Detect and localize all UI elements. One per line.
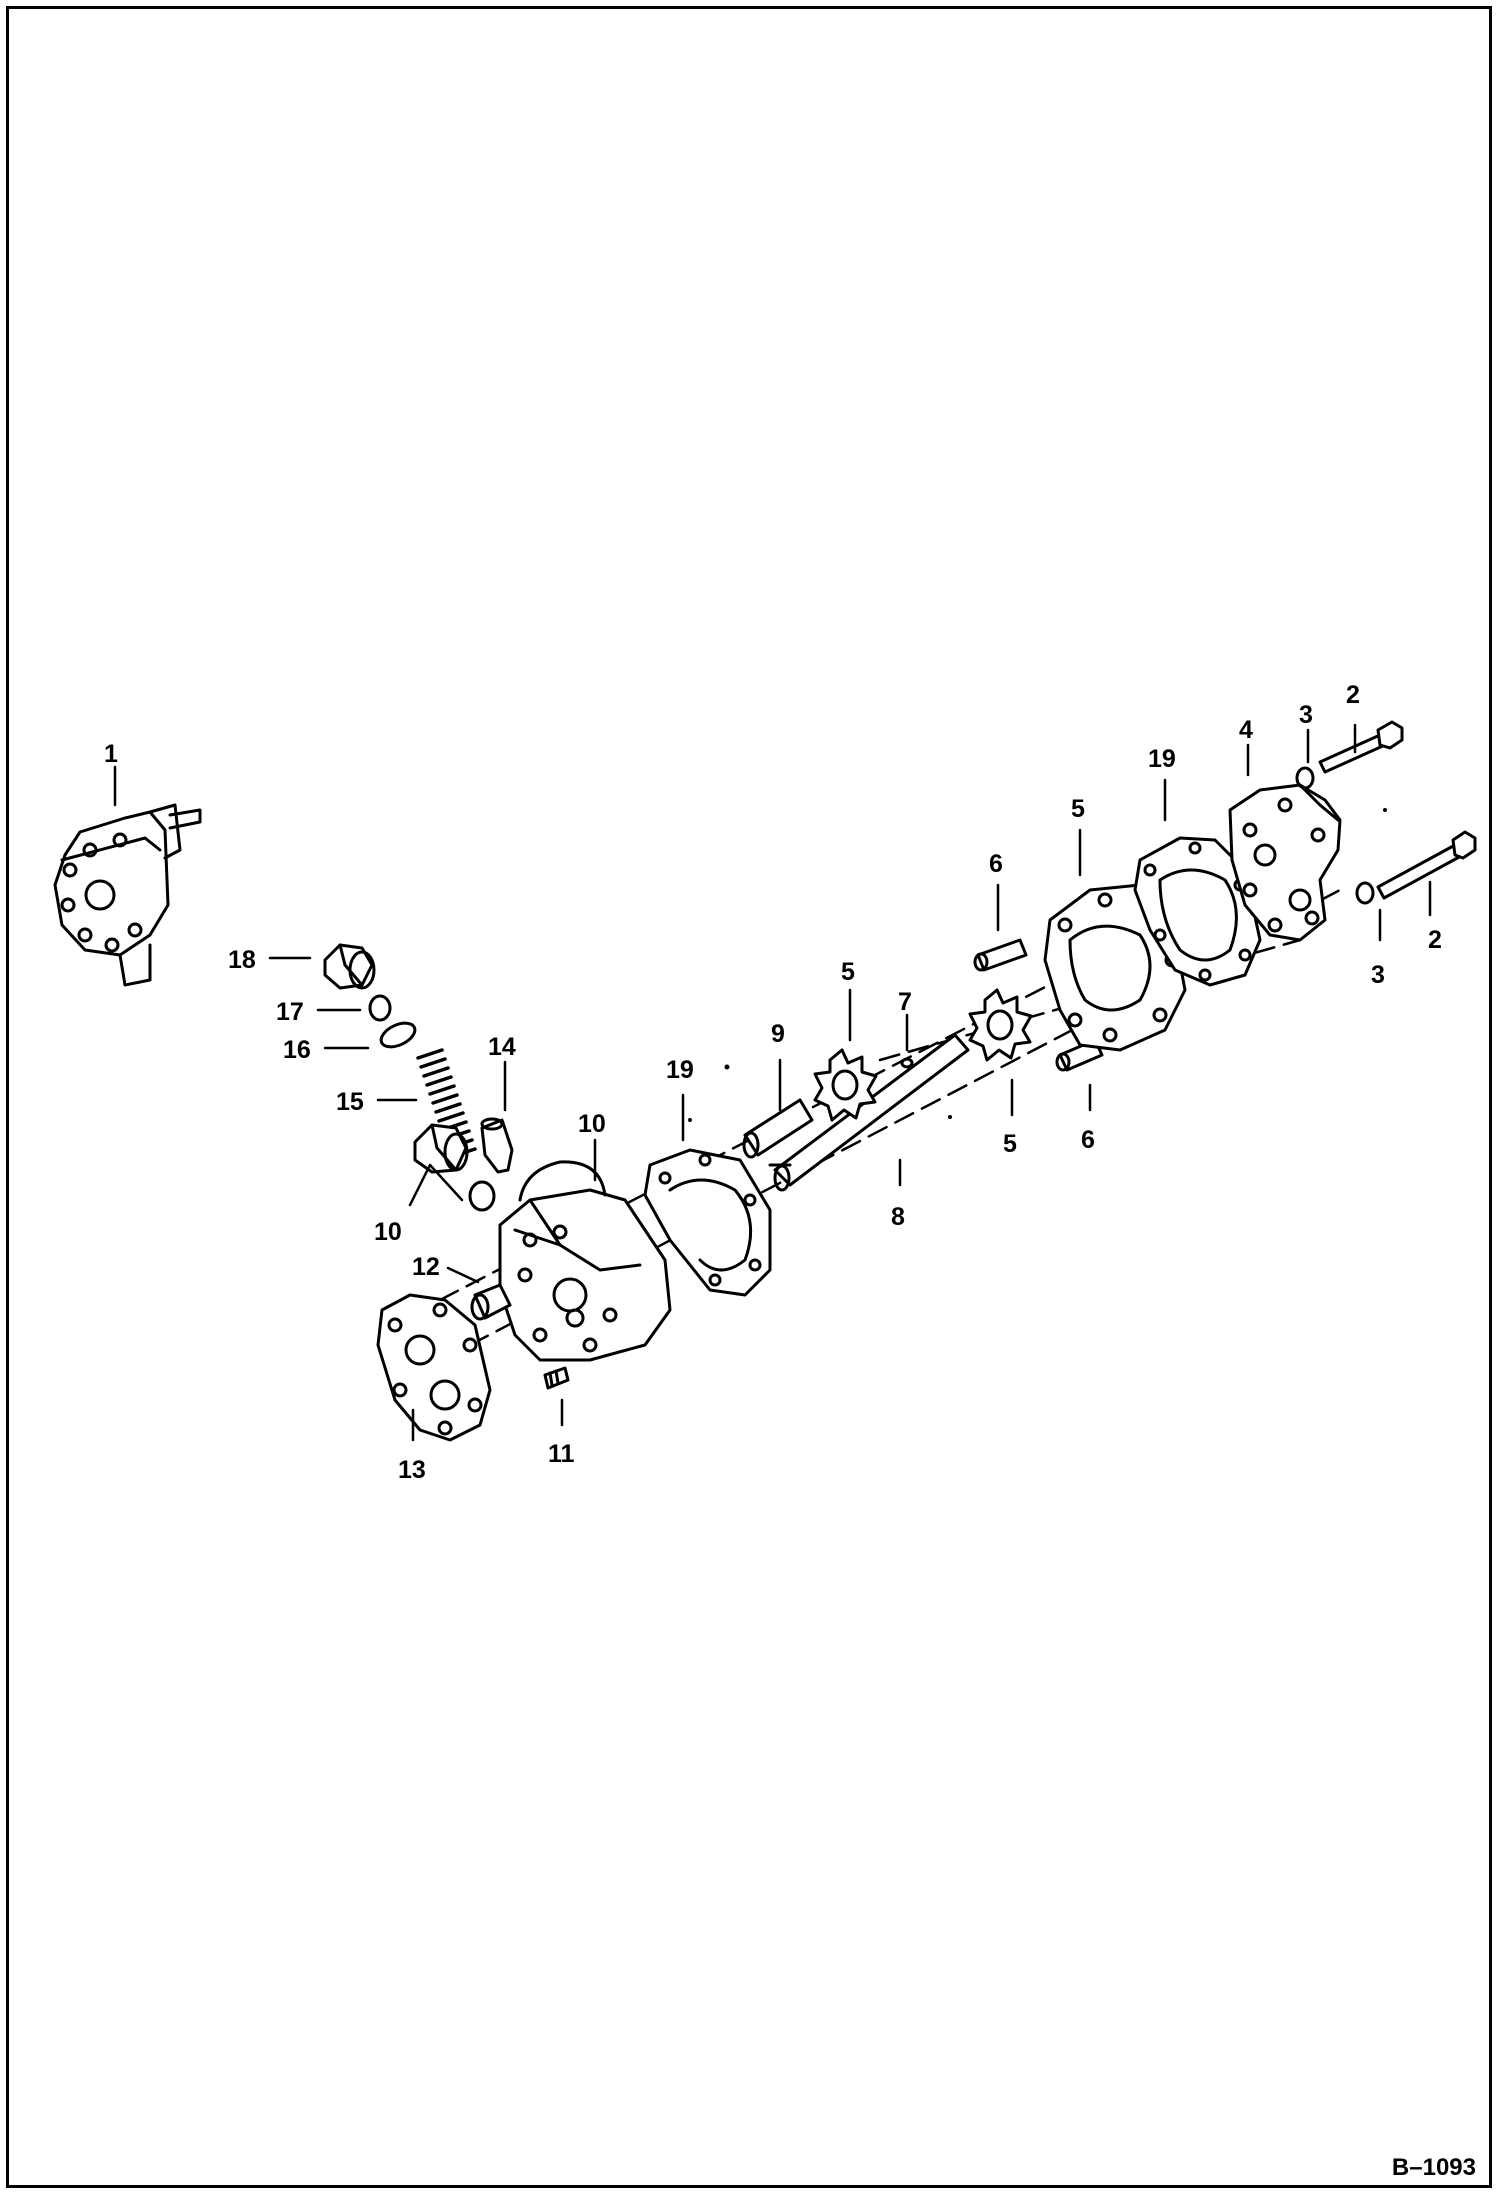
gear-5-left <box>813 1048 878 1122</box>
pump-assembly <box>53 803 202 987</box>
end-cover-4 <box>1228 783 1342 942</box>
dowel-12 <box>470 1283 512 1321</box>
callout-4: 4 <box>1239 716 1253 744</box>
cover-plate-13 <box>376 1293 492 1442</box>
callout-14: 14 <box>488 1033 516 1061</box>
callout-15: 15 <box>336 1088 364 1116</box>
pin-9 <box>742 1098 814 1159</box>
callout-3-lower: 3 <box>1371 961 1385 989</box>
callout-2-lower: 2 <box>1428 926 1442 954</box>
callout-12: 12 <box>412 1253 440 1281</box>
dowel-pin-6-upper <box>973 938 1028 972</box>
gasket-19-right <box>1133 836 1262 987</box>
callout-11: 11 <box>548 1440 575 1468</box>
drive-shaft-8 <box>768 1033 970 1192</box>
o-ring-16 <box>379 1021 417 1049</box>
callout-5-housing: 5 <box>1071 795 1085 823</box>
specks <box>688 808 1387 1122</box>
callout-19-left: 19 <box>666 1056 694 1084</box>
callout-5-left: 5 <box>841 958 855 986</box>
callout-labels: 1 18 17 16 15 14 10 10 12 11 13 19 9 5 7… <box>104 681 1442 1484</box>
callout-6-upper: 6 <box>989 850 1003 878</box>
callout-3-upper: 3 <box>1299 701 1313 729</box>
callout-17: 17 <box>276 998 304 1026</box>
diagram-frame <box>6 6 1492 2188</box>
key-7 <box>900 1057 914 1069</box>
leader-lines <box>113 723 1432 1442</box>
callout-8: 8 <box>891 1203 905 1231</box>
washer-3-lower <box>1355 881 1375 905</box>
callout-13: 13 <box>398 1456 426 1484</box>
bolt-2-lower <box>1376 830 1477 900</box>
callout-10-plug: 10 <box>374 1218 402 1246</box>
poppet-14 <box>480 1117 514 1174</box>
callout-9: 9 <box>771 1020 785 1048</box>
set-screw-11 <box>543 1366 570 1390</box>
callout-19-right: 19 <box>1148 745 1176 773</box>
callout-2-upper: 2 <box>1346 681 1360 709</box>
callout-10-body: 10 <box>578 1110 606 1138</box>
pump-body-10 <box>498 1160 672 1362</box>
cap-nut-18 <box>323 943 376 990</box>
gear-5-right <box>968 988 1033 1062</box>
callout-18: 18 <box>228 946 256 974</box>
washer-3-upper <box>1295 766 1315 790</box>
callout-1: 1 <box>104 740 118 768</box>
bolt-2-upper <box>1318 720 1404 774</box>
callout-5-right: 5 <box>1003 1130 1017 1158</box>
gasket-19-left <box>643 1148 772 1297</box>
callout-7: 7 <box>898 988 912 1016</box>
plug-nut-10 <box>413 1123 496 1212</box>
callout-16: 16 <box>283 1036 311 1064</box>
callout-6-lower: 6 <box>1081 1126 1095 1154</box>
o-ring-17 <box>368 994 392 1022</box>
figure-id: B–1093 <box>1391 2154 1476 2181</box>
